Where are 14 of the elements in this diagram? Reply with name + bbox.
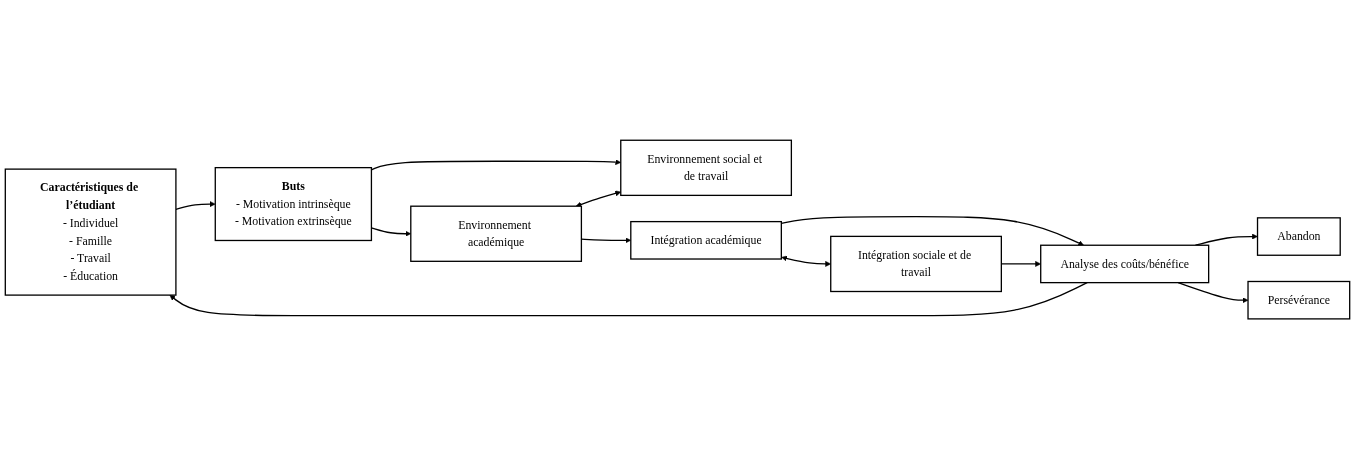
node-box: Buts - Motivation intrinsèque - Motivation extrinsèque — [214, 166, 373, 242]
node-box: Intégration sociale et de travail — [830, 235, 1002, 293]
node-box: Intégration académique — [630, 220, 782, 260]
node-box: Abandon — [1256, 217, 1341, 256]
arrow — [175, 201, 216, 210]
arrow — [1177, 281, 1249, 303]
node-box: Environnement social et de travail — [620, 139, 793, 196]
arrow — [575, 190, 622, 208]
node-box: Environnement académique — [410, 205, 583, 262]
arrow — [781, 255, 831, 267]
node-box: Analyse des coûts/bénéfice — [1040, 244, 1210, 284]
arrow — [169, 281, 1088, 317]
node-box: Caractéristiques de l’étudiant - Individuel - Famille - Travail - Éducation — [4, 168, 177, 296]
node-box: Persévérance — [1247, 280, 1351, 320]
